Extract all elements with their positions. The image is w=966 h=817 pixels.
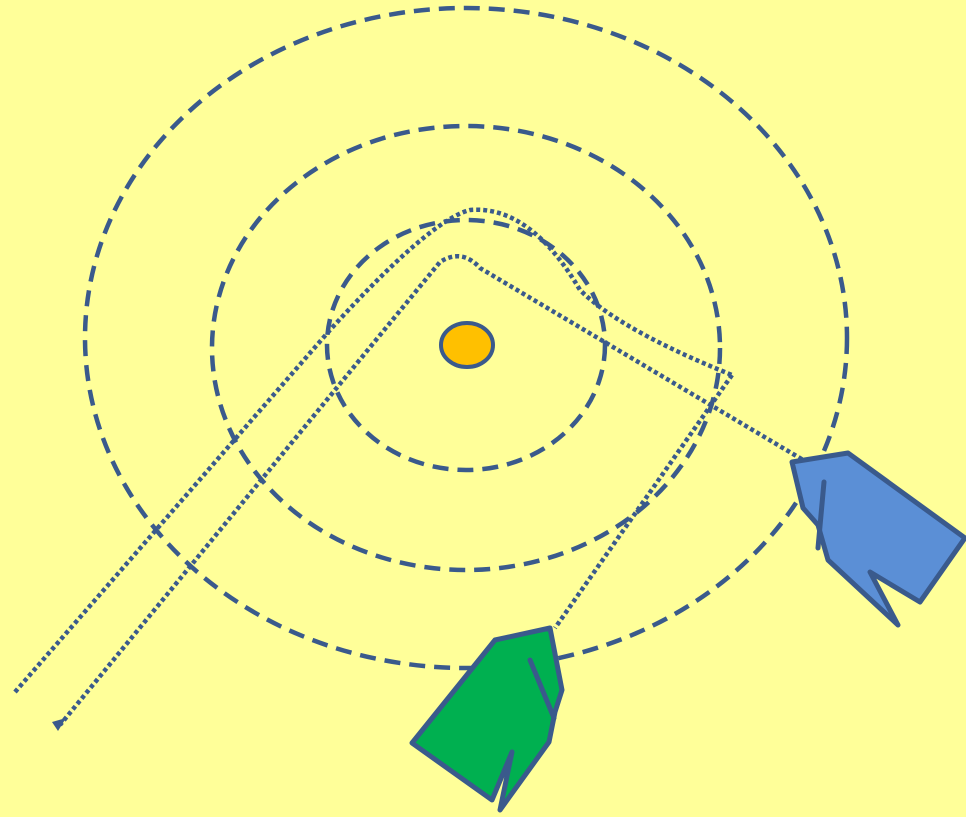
mark-buoy [441,323,493,367]
